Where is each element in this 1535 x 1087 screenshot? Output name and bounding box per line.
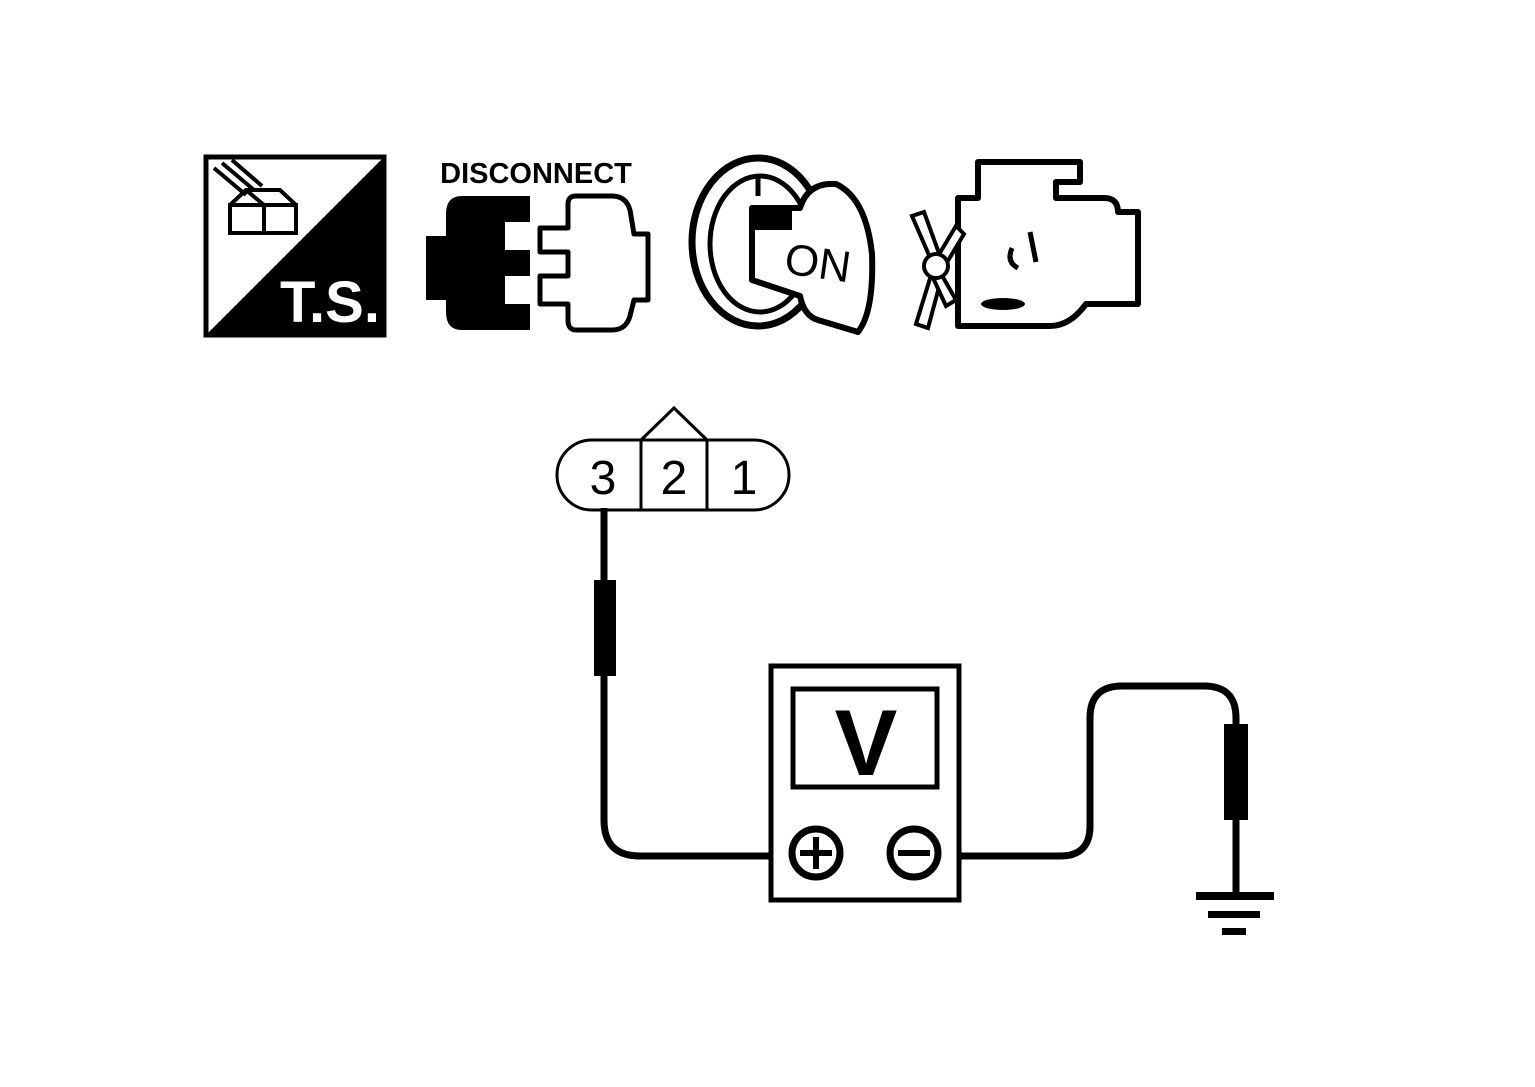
connector-pin-3: 3 xyxy=(590,452,617,505)
ground-icon xyxy=(1196,892,1274,935)
disconnect-icon: DISCONNECT xyxy=(426,158,651,333)
connector-pin-1: 1 xyxy=(731,452,758,505)
harness-connector: 3 2 1 xyxy=(555,405,791,512)
fan-icon xyxy=(909,209,967,331)
connector-lock-tab xyxy=(639,405,709,442)
plug-female-icon xyxy=(537,193,651,333)
ts-label: T.S. xyxy=(280,270,380,335)
disconnect-label: DISCONNECT xyxy=(440,158,632,190)
positive-terminal-icon xyxy=(788,825,844,881)
negative-probe-handle xyxy=(1224,724,1248,820)
connector-sketch-icon xyxy=(212,158,298,235)
trouble-shooting-icon: T.S. xyxy=(203,154,387,338)
plug-male-icon xyxy=(426,196,530,330)
negative-terminal-icon xyxy=(886,825,942,881)
ignition-key-icon: ON xyxy=(688,154,876,335)
positive-probe-handle xyxy=(594,580,616,676)
ignition-on-label: ON xyxy=(782,235,854,293)
negative-probe-lead xyxy=(940,682,1240,894)
voltmeter-display-label: V xyxy=(835,690,898,795)
voltmeter-display xyxy=(790,686,940,790)
voltmeter: V xyxy=(768,663,962,903)
connector-pin-2: 2 xyxy=(661,452,688,505)
engine-icon xyxy=(909,159,1141,331)
positive-probe-lead xyxy=(600,508,790,860)
